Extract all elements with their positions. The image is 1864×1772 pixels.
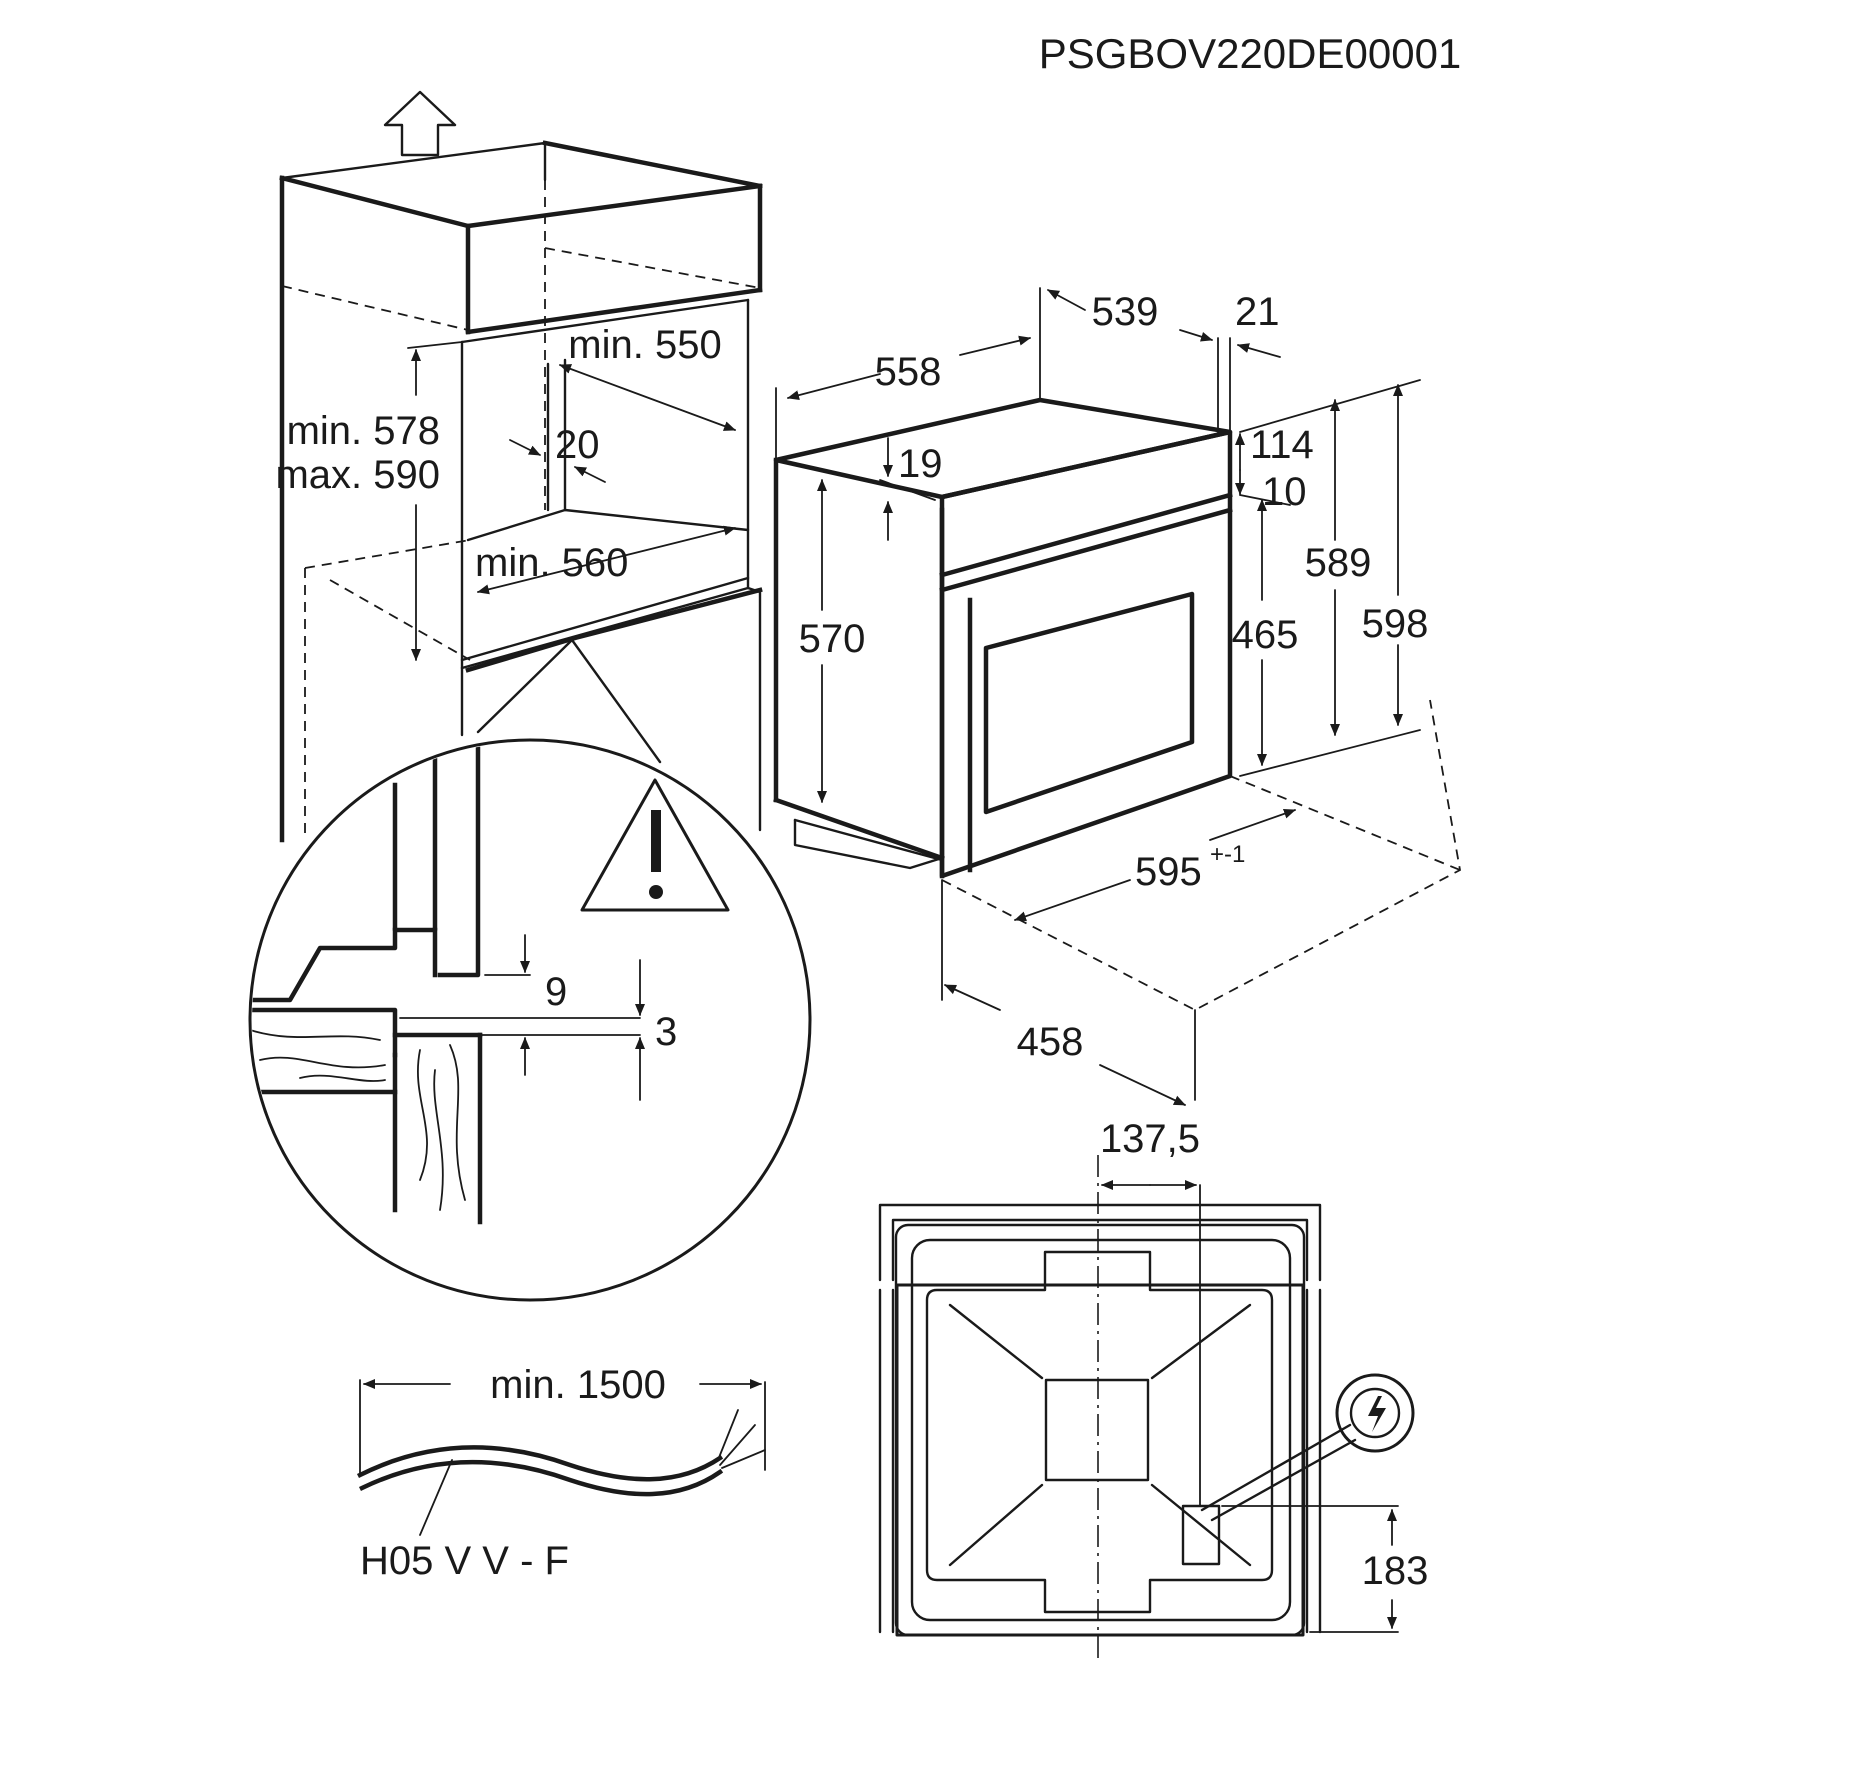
back-offset-x-dimension: 137,5 <box>1100 1117 1200 1190</box>
body-height-dimension: 570 <box>799 479 866 803</box>
oven-back-view <box>878 1155 1399 1660</box>
back-offset-x-label: 137,5 <box>1100 1117 1200 1161</box>
oven-width-label: 595 <box>1135 850 1202 894</box>
door-thickness-dimension: 21 <box>1235 290 1281 358</box>
niche-height-min-label: min. 578 <box>287 409 440 453</box>
back-offset-y-dimension: 183 <box>1362 1509 1429 1629</box>
electric-connection-icon <box>1200 1373 1415 1522</box>
niche-depth-label: min. 550 <box>568 323 721 367</box>
niche-width-label: min. 560 <box>475 541 628 585</box>
panel-height-dimension: 114 <box>1235 423 1314 495</box>
height-body-dimension: 589 <box>1305 399 1372 736</box>
panel-gap-dimension: 10 <box>1262 470 1307 514</box>
oven-depth-total-label: 558 <box>875 350 942 394</box>
panel-gap-label: 10 <box>1262 470 1307 514</box>
document-code: PSGBOV220DE00001 <box>1039 30 1462 77</box>
detail-gap-top-label: 9 <box>545 970 567 1014</box>
niche-depth-dimension: min. 550 <box>559 323 736 431</box>
oven-drawing <box>773 287 1462 1101</box>
arrow-up-icon <box>383 90 457 157</box>
cable-length-label: min. 1500 <box>490 1363 666 1407</box>
oven-depth-body-label: 539 <box>1092 290 1159 334</box>
vent-gap-dimension: 20 <box>509 423 606 483</box>
height-total-dimension: 598 <box>1362 384 1429 726</box>
cable-type-label: H05 V V - F <box>360 1539 569 1583</box>
front-offset-dimension: 19 <box>883 437 943 541</box>
vent-gap-label: 20 <box>555 423 600 467</box>
warning-icon <box>580 778 730 912</box>
detail-callout: 9 3 <box>248 638 812 1302</box>
niche-width-dimension: min. 560 <box>475 525 736 595</box>
body-height-label: 570 <box>799 617 866 661</box>
niche-height-dimension: min. 578 max. 590 <box>275 341 463 661</box>
front-offset-label: 19 <box>898 442 943 486</box>
lower-depth-dimension: 458 <box>944 984 1186 1106</box>
panel-height-label: 114 <box>1250 423 1314 467</box>
height-total-label: 598 <box>1362 602 1429 646</box>
oven-width-tolerance-label: +-1 <box>1210 841 1245 868</box>
back-offset-y-label: 183 <box>1362 1549 1429 1593</box>
door-glass-height-dimension: 465 <box>1232 499 1299 766</box>
door-glass-height-label: 465 <box>1232 613 1299 657</box>
door-thickness-label: 21 <box>1235 290 1280 334</box>
cabinet-niche <box>279 140 763 843</box>
niche-height-max-label: max. 590 <box>275 453 440 497</box>
oven-width-dimension: 595 +-1 <box>1014 808 1296 922</box>
oven-depth-body-dimension: 539 <box>1047 289 1213 342</box>
oven-depth-total-dimension: 558 <box>787 335 1031 401</box>
power-cable: min. 1500 H05 V V - F <box>356 1363 766 1583</box>
lower-depth-label: 458 <box>1017 1020 1084 1064</box>
detail-gap-bottom-label: 3 <box>655 1010 677 1054</box>
height-body-label: 589 <box>1305 541 1372 585</box>
